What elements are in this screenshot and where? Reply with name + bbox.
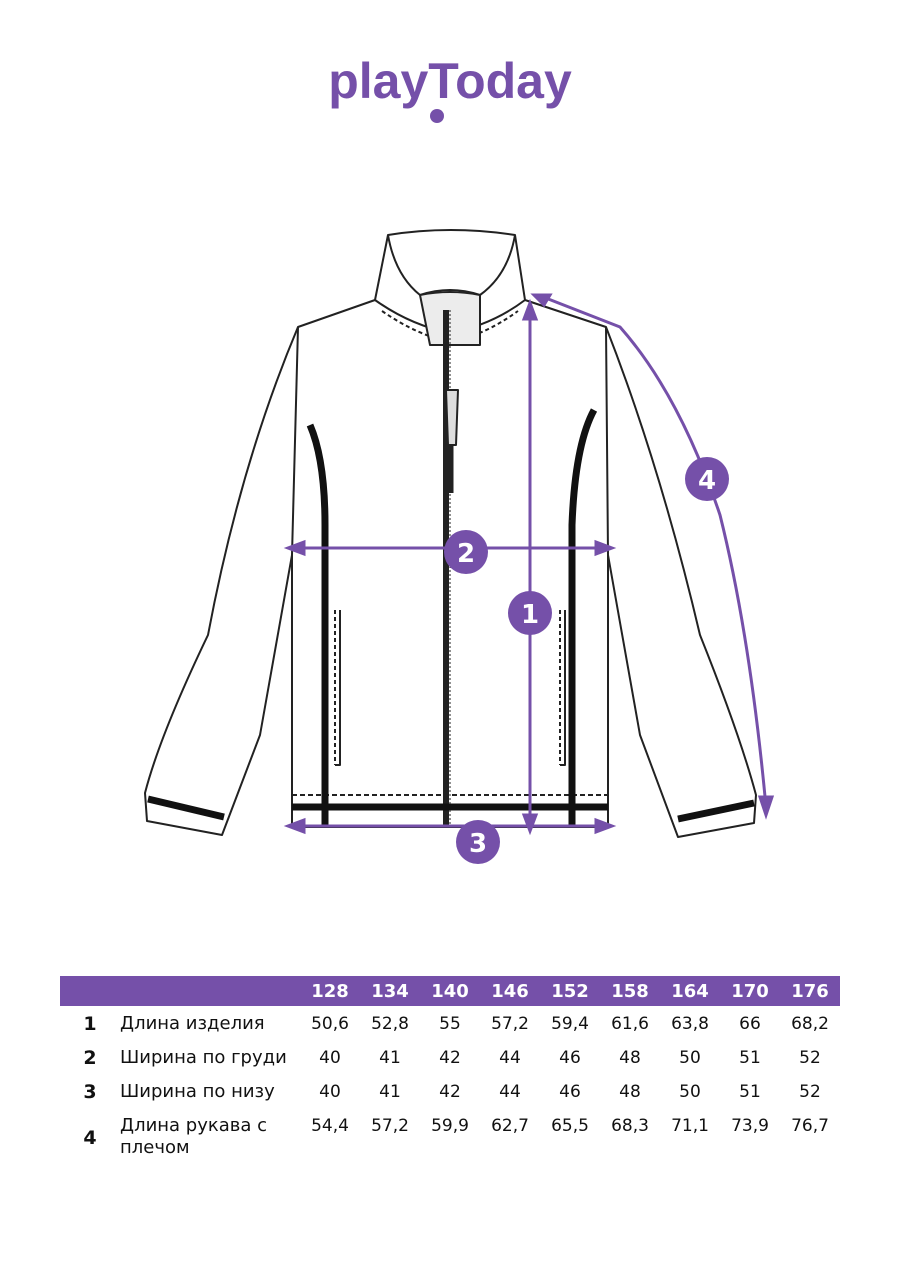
row-label: Ширина по груди [120, 1047, 287, 1068]
cell-value: 63,8 [671, 1014, 709, 1034]
cell-value: 59,4 [551, 1014, 589, 1034]
svg-text:3: 3 [469, 829, 487, 859]
cell-value: 42 [439, 1048, 461, 1068]
logo-text: playToday [328, 53, 572, 109]
cell-value: 59,9 [431, 1116, 469, 1136]
size-header: 140 [431, 980, 469, 1002]
cell-value: 50 [679, 1048, 701, 1068]
cell-value: 41 [379, 1048, 401, 1068]
cell-value: 44 [499, 1048, 521, 1068]
cell-value: 62,7 [491, 1116, 529, 1136]
cell-value: 50 [679, 1082, 701, 1102]
size-table-header: 128 134 140 146 152 158 164 170 176 [60, 976, 840, 1006]
jacket-stripes [147, 408, 755, 827]
size-header: 164 [671, 980, 709, 1002]
cell-value: 76,7 [791, 1116, 829, 1136]
cell-value: 48 [619, 1082, 641, 1102]
cell-value: 73,9 [731, 1116, 769, 1136]
cell-value: 46 [559, 1048, 581, 1068]
svg-text:4: 4 [698, 466, 716, 496]
marker-1: 1 [508, 591, 552, 635]
cell-value: 42 [439, 1082, 461, 1102]
size-header: 128 [311, 980, 349, 1002]
row-label: Длина изделия [120, 1013, 265, 1034]
jacket-outline [144, 229, 757, 838]
size-header: 134 [371, 980, 409, 1002]
row-number: 1 [83, 1013, 97, 1035]
table-row: 1 Длина изделия 50,6 52,8 55 57,2 59,4 6… [60, 1011, 840, 1041]
cell-value: 66 [739, 1014, 761, 1034]
row-number: 2 [83, 1047, 97, 1069]
table-row: 2 Ширина по груди 40 41 42 44 46 48 50 5… [60, 1045, 840, 1079]
cell-value: 41 [379, 1082, 401, 1102]
row-number: 3 [83, 1081, 97, 1103]
cell-value: 48 [619, 1048, 641, 1068]
cell-value: 50,6 [311, 1014, 349, 1034]
cell-value: 55 [439, 1014, 461, 1034]
playtoday-logo: playToday [328, 53, 572, 123]
cell-value: 54,4 [311, 1116, 349, 1136]
row-label: Ширина по низу [120, 1081, 275, 1102]
table-row: 3 Ширина по низу 40 41 42 44 46 48 50 51… [60, 1079, 840, 1113]
table-row: 4 Длина рукава с плечом 54,4 57,2 59,9 6… [60, 1113, 840, 1165]
cell-value: 68,2 [791, 1014, 829, 1034]
cell-value: 51 [739, 1082, 761, 1102]
jacket-diagram: 1 2 3 4 [144, 229, 775, 864]
cell-value: 40 [319, 1082, 341, 1102]
size-header: 176 [791, 980, 829, 1002]
cell-value: 52 [799, 1048, 821, 1068]
cell-value: 52,8 [371, 1014, 409, 1034]
row-label: Длина рукава с плечом [120, 1115, 268, 1158]
size-header: 170 [731, 980, 769, 1002]
cell-value: 65,5 [551, 1116, 589, 1136]
size-header: 146 [491, 980, 529, 1002]
cell-value: 44 [499, 1082, 521, 1102]
svg-text:2: 2 [457, 539, 475, 569]
svg-text:1: 1 [521, 600, 539, 630]
marker-3: 3 [456, 820, 500, 864]
cell-value: 71,1 [671, 1116, 709, 1136]
marker-4: 4 [685, 457, 729, 501]
cell-value: 46 [559, 1082, 581, 1102]
size-header: 158 [611, 980, 649, 1002]
logo-dot [430, 109, 444, 123]
cell-value: 61,6 [611, 1014, 649, 1034]
cell-value: 57,2 [371, 1116, 409, 1136]
marker-2: 2 [444, 530, 488, 574]
cell-value: 68,3 [611, 1116, 649, 1136]
row-number: 4 [83, 1127, 97, 1149]
cell-value: 57,2 [491, 1014, 529, 1034]
cell-value: 52 [799, 1082, 821, 1102]
cell-value: 40 [319, 1048, 341, 1068]
size-table: 128 134 140 146 152 158 164 170 176 1 Дл… [60, 976, 840, 1165]
size-header: 152 [551, 980, 589, 1002]
measure-lines [283, 293, 775, 836]
cell-value: 51 [739, 1048, 761, 1068]
